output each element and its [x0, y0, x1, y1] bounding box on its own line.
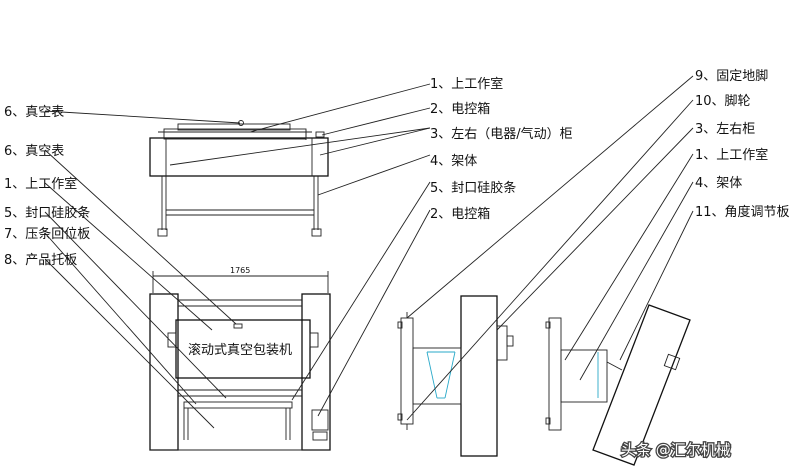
label-vacuum-gauge-top: 6、真空表 [4, 105, 64, 120]
label-control-box-top: 2、电控箱 [430, 101, 490, 117]
label-caster: 10、脚轮 [695, 93, 751, 109]
top-view-drawing [149, 120, 329, 237]
label-frame-top: 4、架体 [430, 154, 477, 169]
label-fixed-foot: 9、固定地脚 [695, 68, 768, 84]
label-sealing-strip-front: 5、封口硅胶条 [4, 205, 90, 221]
watermark-text: 头条 @汇尔机械 [621, 441, 731, 459]
dimension-width: 1765 [230, 266, 250, 275]
front-view-drawing [149, 271, 331, 451]
label-sealing-strip-right: 5、封口硅胶条 [430, 180, 516, 196]
side-view-b-drawing [545, 304, 691, 466]
machine-title: 滚动式真空包装机 [188, 342, 292, 358]
label-product-tray: 8、产品托板 [4, 253, 77, 268]
label-side-cabinets: 3、左右（电器/气动）柜 [430, 126, 573, 142]
label-vacuum-gauge-front: 6、真空表 [4, 144, 64, 159]
label-press-return-plate: 7、压条回位板 [4, 226, 90, 242]
leader-lines [44, 75, 694, 429]
label-frame-side: 4、架体 [695, 176, 742, 191]
label-angle-adjust-plate: 11、角度调节板 [695, 204, 789, 220]
label-left-right-cabinet: 3、左右柜 [695, 122, 755, 137]
label-control-box-right: 2、电控箱 [430, 206, 490, 222]
label-upper-chamber-side: 1、上工作室 [695, 147, 768, 163]
label-upper-chamber-front: 1、上工作室 [4, 176, 77, 192]
side-view-a-drawing [397, 295, 514, 457]
label-upper-chamber-top: 1、上工作室 [430, 76, 503, 92]
